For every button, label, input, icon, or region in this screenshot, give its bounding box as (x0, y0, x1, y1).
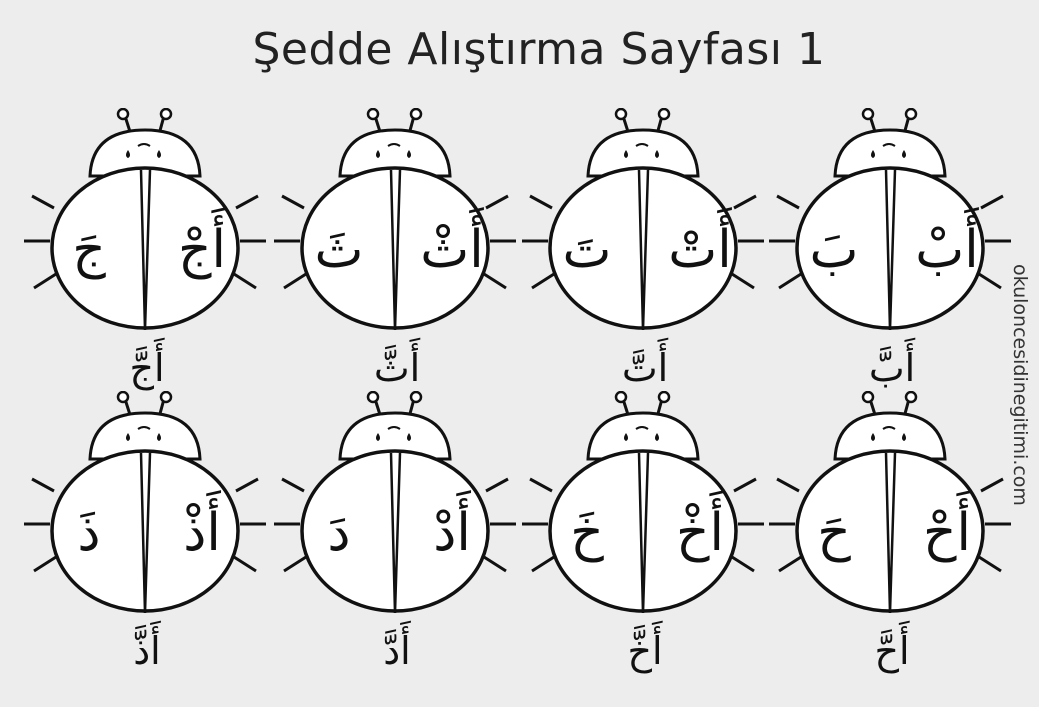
ladybug-right-syllable: أَدْ (433, 503, 471, 563)
ladybug-exercise: جَ أَجْ أَجَّ (22, 108, 272, 393)
ladybug-drawing (769, 108, 1011, 331)
ladybug-left-letter: جَ (72, 220, 106, 280)
ladybug-right-syllable: أَبْ (915, 220, 979, 280)
shadda-syllable: أَحَّ (874, 629, 910, 673)
ladybug-exercise: ثَ أَثْ أَثَّ (272, 108, 522, 393)
ladybug-drawing (274, 108, 516, 331)
ladybug-left-letter: خَ (570, 503, 604, 563)
ladybug-left-letter: ذَ (77, 503, 101, 563)
ladybug-left-letter: دَ (327, 503, 351, 563)
ladybug-left-letter: حَ (817, 503, 851, 563)
shadda-syllable: أَخَّ (627, 629, 663, 673)
shadda-syllable: أَدَّ (383, 629, 411, 673)
ladybug-left-letter: تَ (562, 220, 612, 280)
ladybug-exercise: ذَ أَذْ أَذَّ (22, 391, 272, 676)
ladybug-drawing (274, 391, 516, 614)
shadda-syllable: أَجَّ (129, 346, 165, 390)
ladybug-drawing (24, 391, 266, 614)
shadda-syllable: أَذَّ (133, 629, 161, 673)
ladybug-right-syllable: أَذْ (183, 503, 221, 563)
ladybug-drawing (522, 391, 764, 614)
ladybug-exercise: تَ أَتْ أَتَّ (520, 108, 770, 393)
ladybug-right-syllable: أَتْ (668, 220, 732, 280)
ladybug-exercise: حَ أَحْ أَحَّ (767, 391, 1017, 676)
ladybug-left-letter: ثَ (314, 220, 364, 280)
ladybug-drawing (24, 108, 266, 331)
ladybug-left-letter: بَ (809, 220, 859, 280)
page-title: Şedde Alıştırma Sayfası 1 (252, 24, 826, 75)
ladybug-right-syllable: أَخْ (675, 503, 724, 563)
ladybug-exercise: دَ أَدْ أَدَّ (272, 391, 522, 676)
shadda-syllable: أَتَّ (621, 346, 669, 390)
ladybug-right-syllable: أَحْ (922, 503, 971, 563)
ladybug-exercise: بَ أَبْ أَبَّ (767, 108, 1017, 393)
ladybug-right-syllable: أَثْ (420, 220, 484, 280)
shadda-syllable: أَبَّ (868, 346, 916, 390)
ladybug-right-syllable: أَجْ (177, 220, 226, 280)
shadda-syllable: أَثَّ (373, 346, 421, 390)
ladybug-drawing (769, 391, 1011, 614)
ladybug-drawing (522, 108, 764, 331)
ladybug-exercise: خَ أَخْ أَخَّ (520, 391, 770, 676)
